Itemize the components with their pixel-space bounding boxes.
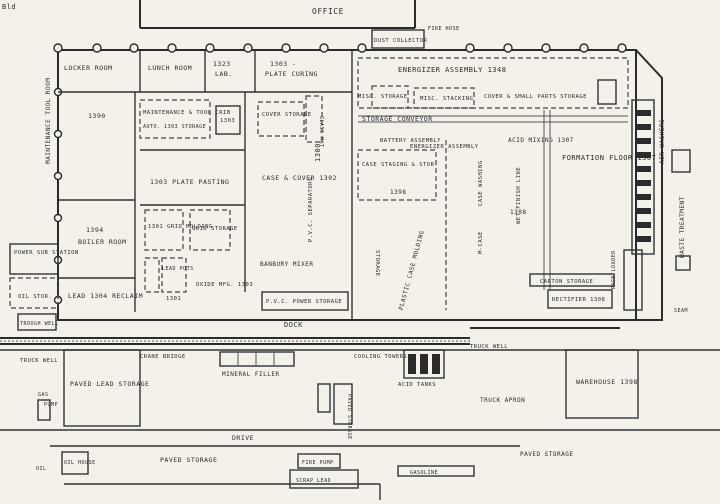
- room-1308-label: 1308: [510, 209, 526, 216]
- building-label: Bld: [2, 3, 16, 11]
- main-building-walls: [53, 43, 663, 321]
- grid-storage-label: GRID STORAGE: [192, 226, 238, 232]
- paved-storage-label: PAVED STORAGE: [160, 456, 217, 464]
- warehouse-label: WAREHOUSE 1398: [576, 378, 638, 386]
- cover-storage-label: COVER STORAGE: [262, 112, 312, 118]
- room-1300-label: 1300: [314, 143, 322, 162]
- maintenance-tool-crib-label: MAINTENANCE & TOOL CRIB: [143, 110, 231, 116]
- glass-mat-label: GLASS MAT: [318, 116, 324, 148]
- acid-tanks-label: ACID TANKS: [398, 382, 436, 388]
- energizer-assembly-2-label: ENERGIZER ASSEMBLY: [410, 144, 479, 150]
- paved-lead-storage-label: PAVED LEAD STORAGE: [70, 380, 149, 388]
- dock-area: DOCK TRUCK WELL TRUCK WELL CRANE BRIDGE: [0, 321, 720, 364]
- maintenance-tool-room-label: MAINTENANCE TOOL ROOM: [45, 78, 52, 164]
- truck-well-2-label: TRUCK WELL: [470, 344, 508, 350]
- room-1390-label: 1390: [88, 112, 106, 120]
- banbury-mixer-label: BANBURY MIXER: [260, 261, 313, 268]
- pvc-separators-label: P.V.C. SEPARATORS: [308, 177, 314, 242]
- energizer-assembly-label: ENERGIZER ASSEMBLY 1348: [398, 66, 506, 74]
- room-1301-label: 1301: [166, 296, 181, 302]
- carton-storage-label: CARTON STORAGE: [540, 279, 593, 285]
- fire-hose-label: FIRE HOSE: [428, 26, 460, 32]
- pvc-power-storage-label: P.V.C. POWER STORAGE: [266, 299, 342, 305]
- plastic-case-molding-label: PLASTIC CASE MOLDING: [398, 230, 426, 311]
- energizer-assembly-zone: ENERGIZER ASSEMBLY 1348 MISC. STORAGE MI…: [357, 57, 629, 150]
- gas-label: GAS: [38, 392, 49, 398]
- dock-label: DOCK: [284, 321, 303, 329]
- power-sub-station-label: POWER SUB STATION: [14, 250, 79, 256]
- seam-label: SEAM: [674, 308, 688, 314]
- formation-floor-label: FORMATION FLOOR 1307: [562, 154, 656, 162]
- truck-well-label: TRUCK WELL: [20, 358, 58, 364]
- oil-storage-label: OIL STOR.: [18, 294, 52, 300]
- top-rooms: LOCKER ROOM LUNCH ROOM 1323 LAB. 1303 - …: [58, 50, 353, 320]
- rack-loader-label: RACK LOADER: [611, 250, 617, 289]
- dust-collector-label: DUST COLLECTOR: [374, 38, 428, 44]
- cooling-towers-label: COOLING TOWERS: [354, 354, 407, 360]
- left-rooms: 1390 MAINTENANCE TOOL ROOM 1394 BOILER R…: [45, 78, 143, 312]
- case-staging-label: CASE STAGING & STOR: [362, 162, 435, 168]
- plate-pasting-label: 1303 PLATE PASTING: [150, 178, 229, 186]
- truck-apron-label: TRUCK APRON: [480, 397, 525, 404]
- oxide-mfg-label: OXIDE MFG. 1303: [196, 282, 253, 288]
- paved-storage-2-label: PAVED STORAGE: [520, 451, 573, 458]
- storage-label: STORAGE: [374, 250, 380, 277]
- case-cover-label: CASE & COVER 1302: [262, 174, 337, 182]
- rectifier-label: RECTIFIER 1308: [552, 297, 605, 303]
- power-sub-station: POWER SUB STATION OIL STOR. TROUGH WELL: [9, 243, 79, 331]
- battery-assembly-label: BATTERY ASSEMBLY: [380, 138, 441, 144]
- storage-conveyor-label: STORAGE CONVEYOR: [362, 115, 433, 123]
- yard-area: PAVED LEAD STORAGE MINERAL FILLER COOLIN…: [0, 349, 720, 500]
- fire-pump-label: FIRE PUMP: [302, 460, 334, 466]
- air-washers-label: AIR WASHERS: [659, 119, 666, 164]
- trough-well-label: TROUGH WELL: [20, 321, 59, 327]
- pump-label: PUMP: [44, 402, 58, 408]
- gasoline-label: GASOLINE: [410, 470, 438, 476]
- paved-storage-box-label: PAVED STORAGE: [346, 394, 352, 440]
- m-case-label: M-CASE: [478, 231, 484, 254]
- case-washing-label: CASE WASHING: [478, 160, 484, 206]
- scrap-lead-label: SCRAP LEAD: [296, 478, 331, 484]
- wet-finish-line-label: WET FINISH LINE: [516, 167, 522, 224]
- acid-mixing-label: ACID MIXING 1307: [508, 137, 574, 144]
- oil-label: OIL: [36, 466, 47, 472]
- central-production-area: MAINTENANCE & TOOL CRIB AUTO. 1303 STORA…: [139, 92, 380, 311]
- drive-label: DRIVE: [232, 434, 254, 442]
- crane-bridge-label: CRANE BRIDGE: [140, 354, 186, 360]
- mineral-filler-label: MINERAL FILLER: [222, 371, 280, 378]
- locker-room-label: LOCKER ROOM: [64, 64, 113, 72]
- misc-storage-label: MISC. STORAGE: [358, 94, 408, 100]
- room-1303b-label: 1303: [220, 118, 235, 124]
- misc-stacking-label: MISC. STACKING: [420, 96, 473, 102]
- boiler-room-label: BOILER ROOM: [78, 238, 127, 246]
- auto-1303-storage-label: AUTO. 1303 STORAGE: [143, 124, 206, 130]
- column-row-top: [53, 43, 627, 53]
- lead-reclaim-label: LEAD 1304 RECLAIM: [68, 292, 143, 300]
- grid-molding-label: 1301 GRID MOLDING: [148, 224, 213, 230]
- oil-house-label: OIL HOUSE: [64, 460, 96, 466]
- office-label: OFFICE: [312, 7, 344, 16]
- office-block: OFFICE Bld DUST COLLECTOR FIRE HOSE: [2, 0, 460, 49]
- room-1323-label: 1323: [213, 60, 231, 68]
- lunch-room-label: LUNCH ROOM: [148, 64, 192, 72]
- air-washers-zone: AIR WASHERS WASTE TREATMENT SEAM: [631, 99, 691, 314]
- cover-small-parts-label: COVER & SMALL PARTS STORAGE: [484, 94, 587, 100]
- lead-pots-label: LEAD POTS: [162, 266, 194, 272]
- waste-treatment-label: WASTE TREATMENT: [679, 196, 686, 258]
- room-1303-label: 1303 -: [270, 60, 296, 68]
- room-1398-label: 1398: [390, 189, 406, 196]
- room-1394-label: 1394: [86, 226, 104, 234]
- lab-label: LAB.: [215, 70, 233, 78]
- plate-curing-label: PLATE CURING: [265, 70, 318, 78]
